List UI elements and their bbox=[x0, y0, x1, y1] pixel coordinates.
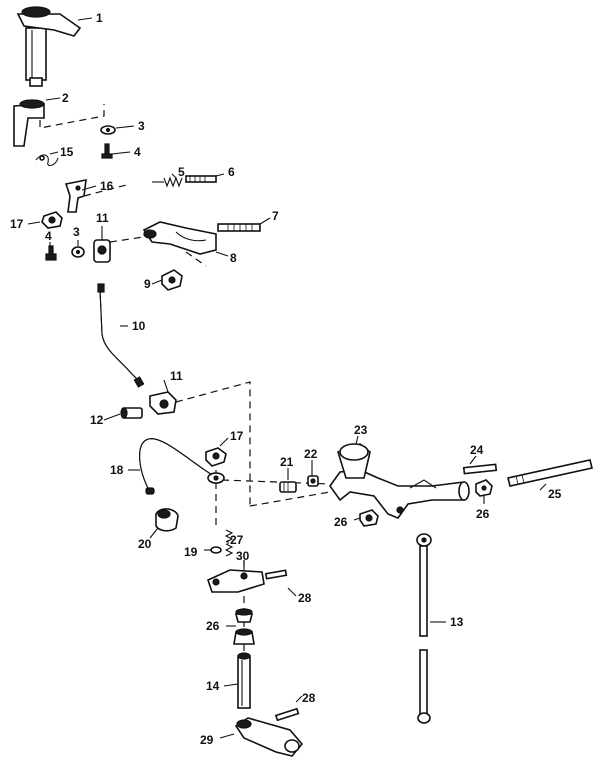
part-11-ball-joint-lower bbox=[149, 391, 177, 415]
part-13-link-rod bbox=[416, 533, 432, 724]
part-30-swivel-block bbox=[207, 569, 265, 593]
label-part-14: 14 bbox=[206, 679, 220, 693]
leader-lines bbox=[27, 17, 547, 739]
label-part-26-lower: 26 bbox=[206, 619, 220, 633]
part-2-bracket bbox=[13, 99, 45, 147]
part-23-shift-lever bbox=[329, 443, 470, 519]
label-part-28-upper: 28 bbox=[298, 591, 312, 605]
label-part-15: 15 bbox=[60, 145, 74, 159]
part-22-nut bbox=[307, 475, 319, 487]
part-5-spring bbox=[152, 176, 183, 188]
label-part-2: 2 bbox=[62, 91, 69, 105]
label-part-11-upper: 11 bbox=[96, 211, 109, 225]
part-4-screw-upper bbox=[101, 143, 113, 159]
label-part-19: 19 bbox=[184, 545, 198, 559]
part-17-nut-upper bbox=[41, 211, 63, 229]
part-4-screw-lower bbox=[45, 245, 57, 261]
part-9-nut bbox=[161, 269, 183, 291]
part-1-pivot-shaft bbox=[16, 6, 82, 87]
label-part-27: 27 bbox=[230, 533, 244, 547]
part-10-control-rod bbox=[97, 283, 145, 388]
part-26-bushing-lower bbox=[233, 608, 255, 645]
part-17-nut-lower bbox=[205, 447, 227, 467]
part-11-ball-joint-upper bbox=[93, 239, 111, 263]
label-part-26-middle: 26 bbox=[334, 515, 348, 529]
part-28-pin-lower bbox=[274, 707, 300, 722]
label-part-12: 12 bbox=[90, 413, 104, 427]
label-part-17-upper: 17 bbox=[10, 217, 24, 231]
label-part-3-upper: 3 bbox=[138, 119, 145, 133]
label-part-22: 22 bbox=[304, 447, 318, 461]
part-29-lower-arm bbox=[234, 717, 304, 757]
label-part-25: 25 bbox=[548, 487, 562, 501]
label-part-7: 7 bbox=[272, 209, 279, 223]
label-part-4-lower: 4 bbox=[45, 229, 52, 243]
part-7-stud bbox=[217, 223, 261, 232]
label-part-11-lower: 11 bbox=[170, 369, 183, 383]
part-3-washer-lower bbox=[71, 246, 85, 258]
part-28-pin-upper bbox=[264, 569, 288, 580]
part-21-fitting bbox=[279, 481, 297, 493]
part-20-cap bbox=[155, 508, 179, 532]
part-26-nut-right bbox=[475, 479, 493, 497]
label-part-28-lower: 28 bbox=[302, 691, 316, 705]
label-part-24: 24 bbox=[470, 443, 484, 457]
label-part-26-right: 26 bbox=[476, 507, 490, 521]
label-part-18: 18 bbox=[110, 463, 124, 477]
label-part-10: 10 bbox=[132, 319, 146, 333]
part-3-washer-upper bbox=[100, 125, 116, 135]
part-19-clip bbox=[210, 546, 222, 554]
part-12-stud bbox=[120, 407, 143, 419]
label-part-17-lower: 17 bbox=[230, 429, 244, 443]
callout-labels: 1 2 3 4 15 5 6 16 17 11 4 3 7 8 9 10 11 … bbox=[10, 11, 562, 747]
part-16-lever-bracket bbox=[64, 178, 87, 213]
part-8-lever-arm bbox=[142, 221, 217, 255]
label-part-3-lower: 3 bbox=[73, 225, 80, 239]
label-part-1: 1 bbox=[96, 11, 103, 25]
part-26-nut-middle bbox=[359, 509, 379, 527]
label-part-21: 21 bbox=[280, 455, 294, 469]
part-27-spring bbox=[224, 529, 234, 557]
label-part-8: 8 bbox=[230, 251, 237, 265]
label-part-5: 5 bbox=[178, 165, 185, 179]
label-part-16: 16 bbox=[100, 179, 114, 193]
part-15-spring-clip bbox=[35, 154, 59, 167]
label-part-20: 20 bbox=[138, 537, 152, 551]
part-14-shaft bbox=[237, 652, 251, 709]
part-24-pin bbox=[462, 463, 498, 475]
label-part-4-upper: 4 bbox=[134, 145, 141, 159]
label-part-30: 30 bbox=[236, 549, 250, 563]
part-25-rod bbox=[507, 459, 593, 487]
part-6-pin bbox=[185, 175, 217, 183]
label-part-13: 13 bbox=[450, 615, 464, 629]
label-part-9: 9 bbox=[144, 277, 151, 291]
label-part-6: 6 bbox=[228, 165, 235, 179]
label-part-29: 29 bbox=[200, 733, 214, 747]
part-18-bent-rod bbox=[139, 438, 225, 495]
label-part-23: 23 bbox=[354, 423, 368, 437]
